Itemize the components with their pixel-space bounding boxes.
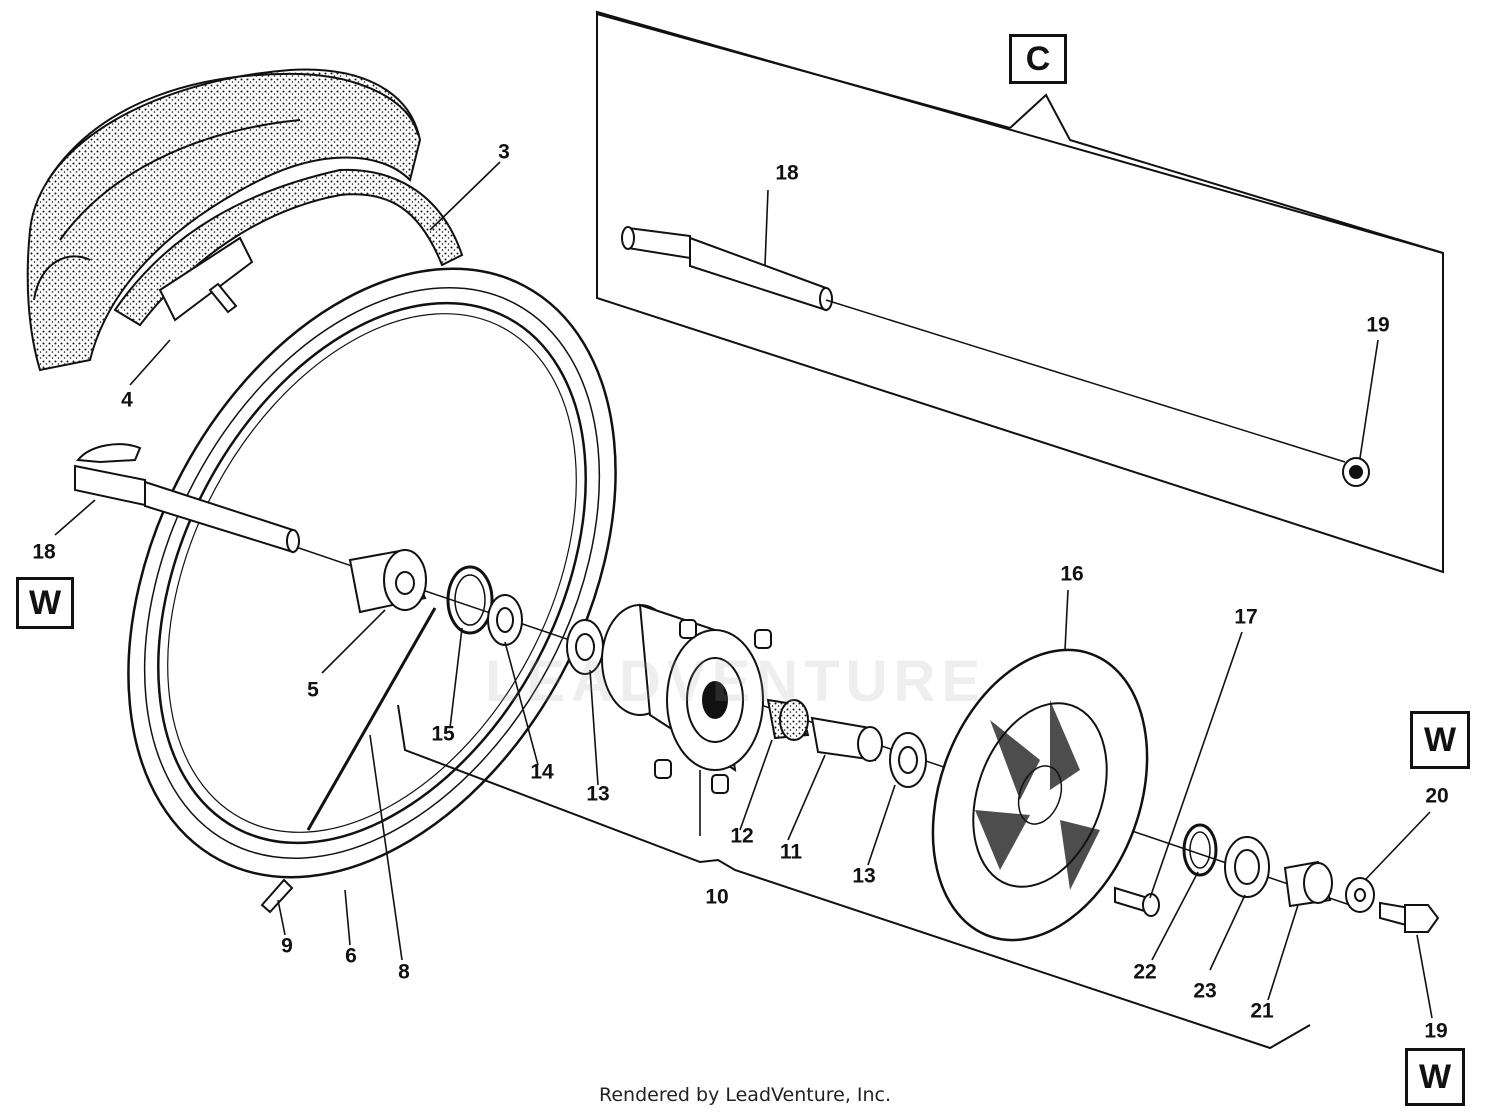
- part-label-22[interactable]: 22: [1133, 960, 1157, 984]
- circlip-right: [1182, 823, 1218, 877]
- bearing-right: [889, 732, 927, 788]
- variant-box-w-right[interactable]: W: [1410, 711, 1470, 769]
- spacer: [348, 548, 427, 614]
- washer: [1345, 877, 1375, 913]
- part-label-20[interactable]: 20: [1425, 784, 1449, 808]
- spoke: [306, 607, 437, 831]
- variant-box-c[interactable]: C: [1009, 34, 1067, 84]
- axle-c: [621, 226, 833, 312]
- leader-lines: [54, 161, 1433, 1019]
- rim: [127, 267, 617, 879]
- variant-box-w-left[interactable]: W: [16, 577, 74, 629]
- part-label-11[interactable]: 11: [779, 840, 803, 864]
- variant-c-panel: [596, 10, 1444, 574]
- collar: [766, 698, 810, 741]
- oil-seal: [487, 594, 523, 646]
- part-label-21[interactable]: 21: [1250, 999, 1274, 1023]
- tire: [26, 68, 422, 372]
- tube: [113, 168, 464, 327]
- collar-21: [1283, 860, 1333, 908]
- axle-w: [74, 443, 300, 554]
- part-label-19-c[interactable]: 19: [1366, 313, 1390, 337]
- valve-stem: [158, 236, 254, 322]
- hub: [601, 603, 772, 794]
- watermark-text: LEADVENTURE: [485, 649, 987, 714]
- part-label-10[interactable]: 10: [705, 885, 729, 909]
- rim-plug: [260, 878, 294, 914]
- part-label-18-c[interactable]: 18: [775, 161, 799, 185]
- axle-nut-c: [1342, 457, 1370, 487]
- axle-bolt: [1379, 901, 1440, 933]
- part-label-16[interactable]: 16: [1060, 562, 1084, 586]
- part-label-18-w[interactable]: 18: [32, 540, 56, 564]
- part-label-15[interactable]: 15: [431, 722, 455, 746]
- part-label-14[interactable]: 14: [530, 760, 554, 784]
- brake-disc: [931, 648, 1149, 942]
- axis-line-c: [825, 299, 1346, 463]
- part-label-4[interactable]: 4: [121, 388, 133, 412]
- part-label-13-left[interactable]: 13: [586, 782, 610, 806]
- part-label-17[interactable]: 17: [1234, 605, 1258, 629]
- part-label-19-w[interactable]: 19: [1424, 1019, 1448, 1043]
- part-label-6[interactable]: 6: [345, 944, 357, 968]
- hub-spacer: [810, 716, 883, 762]
- bearing-23: [1224, 836, 1270, 898]
- render-credit: Rendered by LeadVenture, Inc.: [599, 1084, 892, 1106]
- circlip: [446, 565, 494, 635]
- part-label-23[interactable]: 23: [1193, 979, 1217, 1003]
- part-label-13-right[interactable]: 13: [852, 864, 876, 888]
- part-label-3[interactable]: 3: [498, 140, 510, 164]
- part-label-12[interactable]: 12: [730, 824, 754, 848]
- variant-box-w-bottom[interactable]: W: [1405, 1048, 1465, 1106]
- group-bracket: [397, 704, 1311, 1050]
- part-label-5[interactable]: 5: [307, 678, 319, 702]
- part-label-9[interactable]: 9: [281, 934, 293, 958]
- part-label-8[interactable]: 8: [398, 960, 410, 984]
